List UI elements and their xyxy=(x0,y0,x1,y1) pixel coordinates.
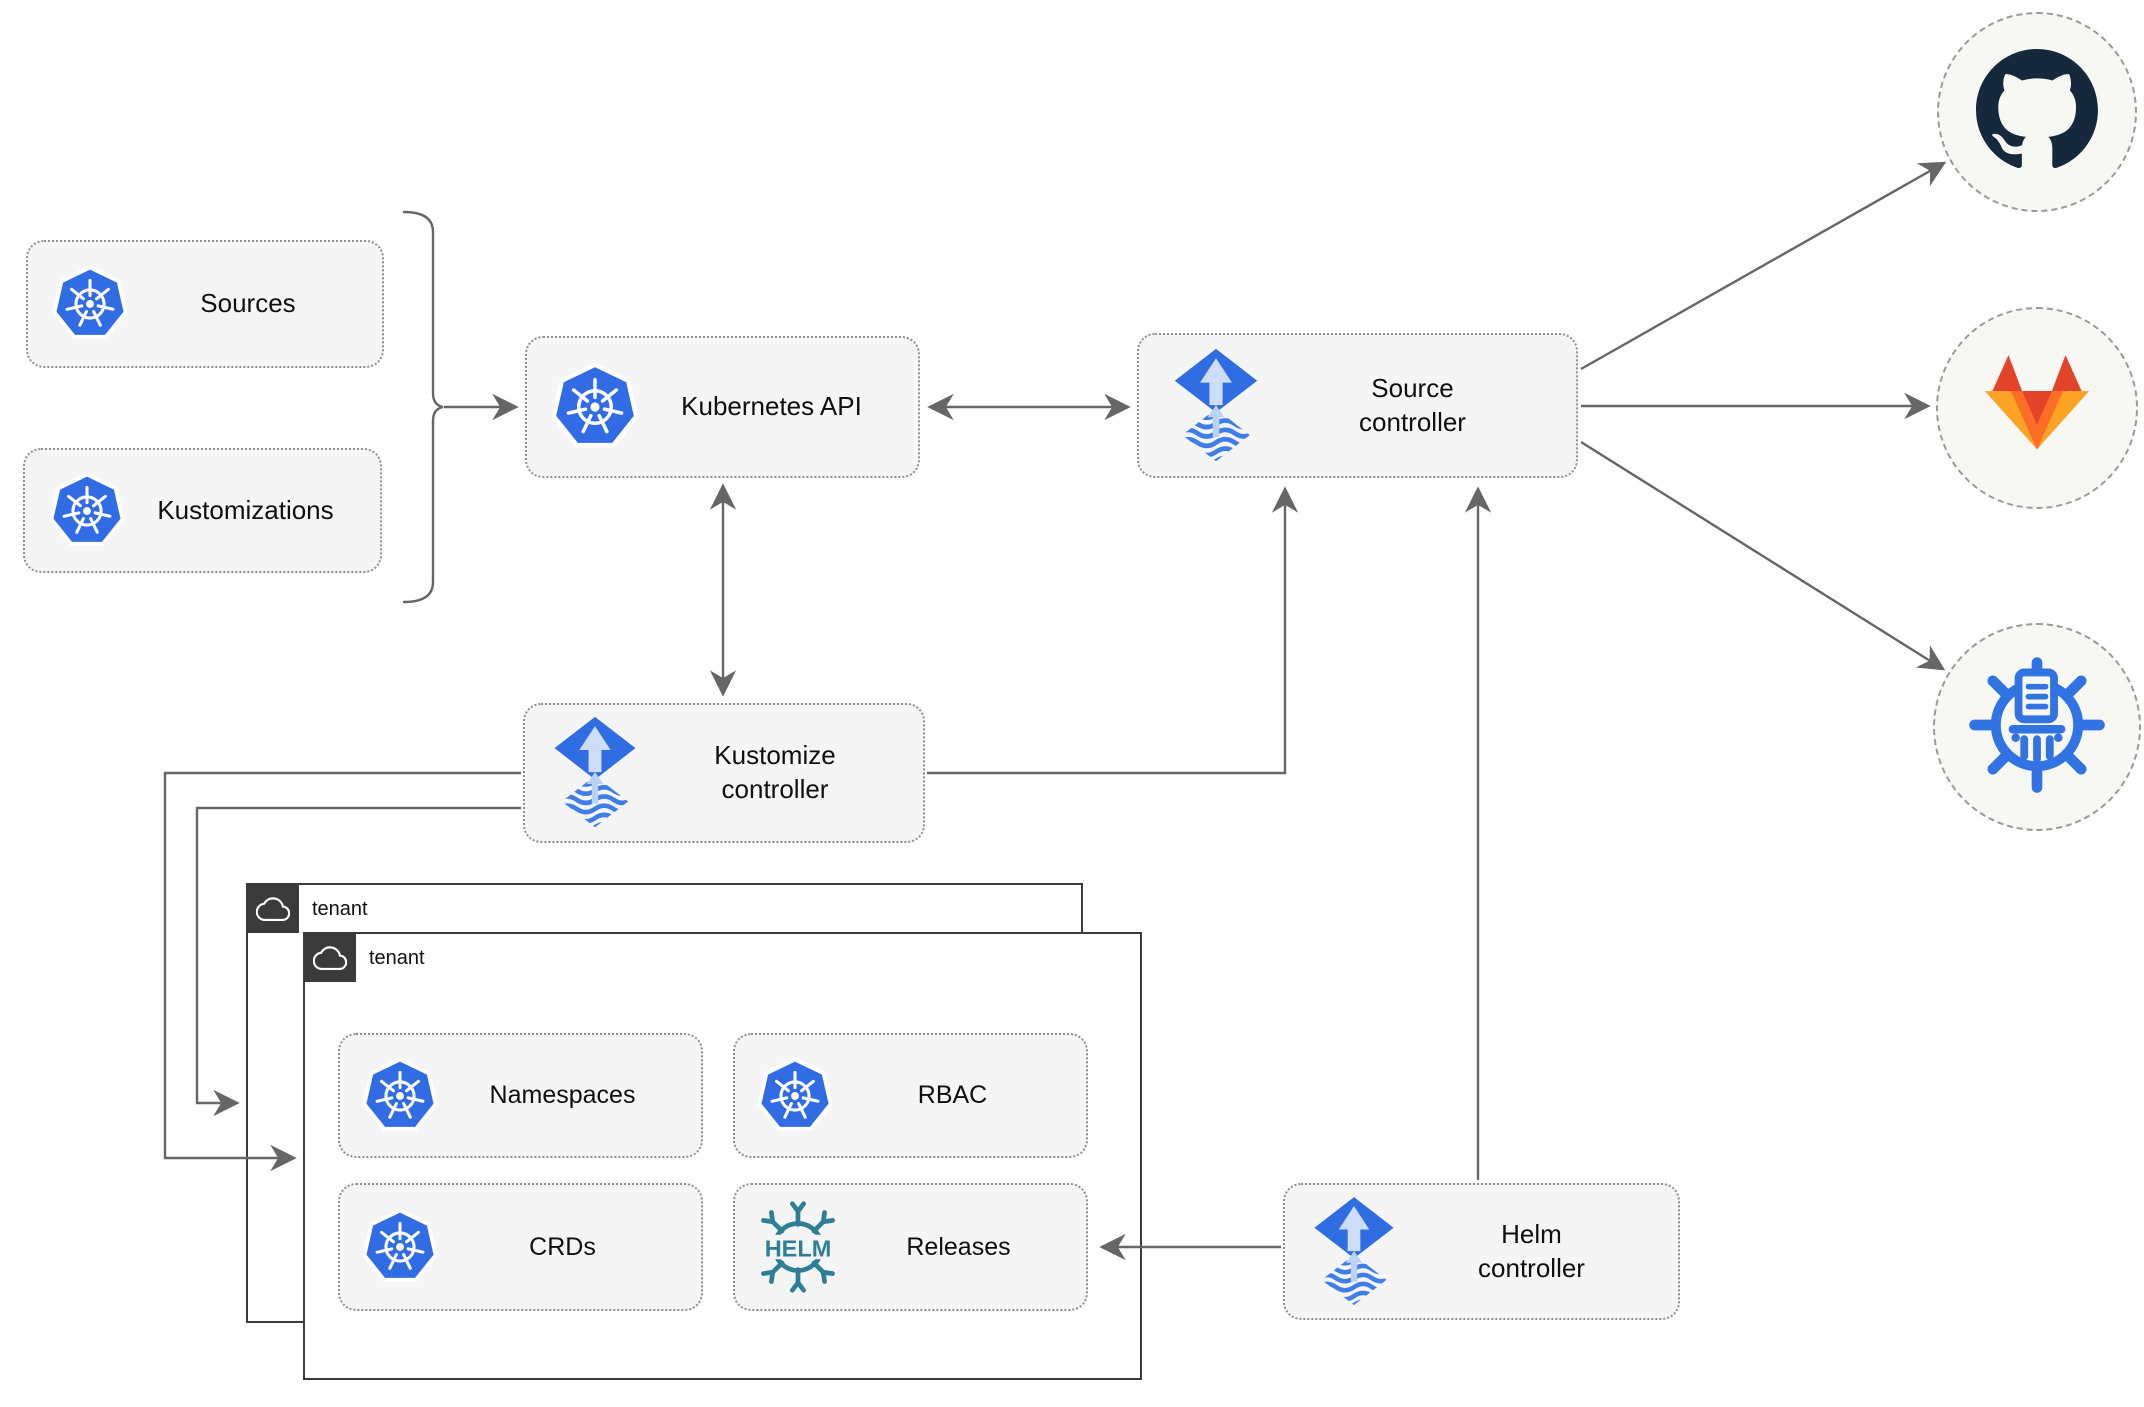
flux-icon xyxy=(549,715,641,831)
sources-label: Sources xyxy=(200,288,296,319)
kubernetes-icon xyxy=(757,1057,833,1134)
flux-icon xyxy=(1309,1195,1399,1309)
rbac-node: RBAC xyxy=(733,1033,1088,1158)
edge-source-to-chartmuseum xyxy=(1580,440,1946,671)
releases-label: Releases xyxy=(906,1232,1011,1261)
source-controller-label: Source controller xyxy=(1263,372,1576,440)
flux-icon xyxy=(1169,347,1263,465)
helm-controller-line2: controller xyxy=(1478,1252,1585,1283)
edge-source-to-github xyxy=(1580,161,1947,371)
kubernetes-api-node: Kubernetes API xyxy=(525,336,920,478)
chartmuseum-icon xyxy=(1966,654,2108,801)
helm-controller-line1: Helm xyxy=(1501,1218,1562,1249)
kustomize-controller-label: Kustomize controller xyxy=(641,739,923,807)
kubernetes-icon xyxy=(49,472,125,549)
gitlab-icon xyxy=(1975,350,2099,467)
source-controller-line2: controller xyxy=(1359,406,1466,437)
kubernetes-icon xyxy=(362,1209,438,1285)
cloud-icon xyxy=(303,932,356,982)
helm-icon: HELM xyxy=(751,1200,845,1294)
edge-kustomize-to-source-controller xyxy=(927,486,1299,775)
kubernetes-api-label: Kubernetes API xyxy=(681,391,862,422)
helm-controller-node: Helm controller xyxy=(1283,1183,1680,1320)
kubernetes-icon xyxy=(52,266,128,342)
chartmuseum-node xyxy=(1933,623,2141,831)
kubernetes-icon xyxy=(362,1057,438,1134)
github-icon xyxy=(1976,48,2098,176)
cloud-icon xyxy=(246,883,299,933)
kustomize-controller-line1: Kustomize xyxy=(714,740,836,771)
tenant-back-label: tenant xyxy=(312,898,368,920)
github-node xyxy=(1937,12,2137,212)
kustomize-controller-line2: controller xyxy=(721,774,829,804)
kustomizations-label: Kustomizations xyxy=(157,494,334,525)
kustomize-controller-node: Kustomize controller xyxy=(523,703,925,843)
crds-node: CRDs xyxy=(338,1183,703,1311)
source-controller-line1: Source xyxy=(1371,372,1454,403)
sources-group-bracket xyxy=(402,210,444,604)
tenant-front-label: tenant xyxy=(369,947,425,969)
kubernetes-icon xyxy=(551,363,639,451)
kustomizations-node: Kustomizations xyxy=(23,448,382,573)
namespaces-node: Namespaces xyxy=(338,1033,703,1158)
source-controller-node: Source controller xyxy=(1137,333,1578,478)
sources-node: Sources xyxy=(26,240,384,368)
releases-node: HELM Releases xyxy=(733,1183,1088,1311)
rbac-label: RBAC xyxy=(917,1081,988,1110)
gitlab-node xyxy=(1936,307,2138,509)
helm-icon-text: HELM xyxy=(765,1235,832,1261)
tenant-box-front: tenant Namespaces RBAC CRDs xyxy=(303,932,1142,1380)
namespaces-label: Namespaces xyxy=(489,1081,636,1110)
helm-controller-label: Helm controller xyxy=(1399,1218,1678,1286)
crds-label: CRDs xyxy=(529,1232,596,1261)
